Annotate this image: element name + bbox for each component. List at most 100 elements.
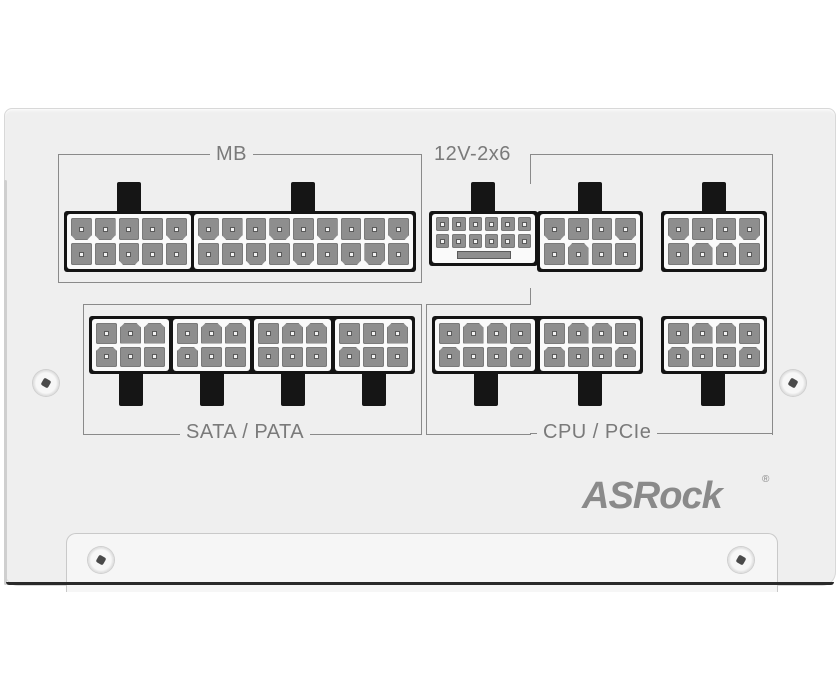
pin [715, 218, 737, 240]
pin [96, 346, 117, 367]
cpu-pcie-bottom-port-1[interactable] [435, 319, 535, 371]
pin [439, 346, 460, 367]
pin [340, 218, 362, 240]
pin [567, 218, 589, 240]
pin [567, 243, 589, 265]
sata-2-latch [200, 374, 224, 406]
cpu-pcie-top-2-port[interactable] [664, 214, 764, 269]
cpu-pcie-top-1-latch [578, 182, 602, 212]
screw-right-icon [780, 370, 806, 396]
pin [510, 346, 531, 367]
pin [120, 323, 141, 344]
screw-bottom-left-icon [88, 547, 114, 573]
pin [120, 346, 141, 367]
pin [544, 218, 565, 240]
asrock-logo: ASRock [582, 475, 723, 517]
pin [118, 218, 140, 240]
pin [177, 323, 198, 344]
mb-10pin-port[interactable] [67, 214, 191, 269]
cpu-pcie-bottom-port-2[interactable] [540, 319, 640, 371]
pin [198, 218, 219, 240]
mb-18pin-port[interactable] [194, 214, 413, 269]
pin [142, 218, 164, 240]
pin [739, 323, 760, 344]
pin [510, 323, 531, 344]
pin [615, 243, 636, 265]
pin [486, 346, 508, 367]
pin [739, 243, 760, 265]
sata-3-latch [281, 374, 305, 406]
pin [221, 243, 243, 265]
pin [201, 346, 222, 367]
sata-port-2[interactable] [173, 319, 250, 371]
pin [245, 218, 267, 240]
pin [691, 218, 713, 240]
sata-port-1[interactable] [92, 319, 169, 371]
pin [316, 218, 338, 240]
cpu-pcie-group-label: CPU / PCIe [537, 421, 658, 443]
pin [452, 234, 466, 248]
pin [144, 323, 165, 344]
pin [439, 323, 460, 344]
pin [591, 218, 613, 240]
registered-mark: ® [762, 474, 770, 485]
cpu-pcie-bottom-port-3[interactable] [664, 319, 764, 371]
panel-side-edge [4, 180, 7, 585]
pin [452, 217, 466, 231]
pin [316, 243, 338, 265]
pin [591, 346, 613, 367]
pin [436, 234, 450, 248]
pin [739, 346, 760, 367]
cpu-pcie-top-frame-left-lower [530, 288, 531, 304]
pin [339, 346, 360, 367]
pin [293, 218, 314, 240]
pin [668, 346, 689, 367]
sense-pins [457, 251, 511, 259]
sata-port-3[interactable] [254, 319, 331, 371]
pin [269, 218, 291, 240]
pin [691, 243, 713, 265]
pin [517, 234, 531, 248]
pin [544, 243, 565, 265]
pin [715, 323, 737, 344]
pin [668, 218, 689, 240]
pin [387, 323, 408, 344]
pin [388, 243, 409, 265]
pin [591, 323, 613, 344]
pin [462, 346, 484, 367]
pin [339, 323, 360, 344]
pin [221, 218, 243, 240]
pin [166, 218, 187, 240]
pin [306, 346, 327, 367]
pin [71, 243, 92, 265]
screw-bottom-right-icon [728, 547, 754, 573]
pin [468, 234, 482, 248]
cpu-pcie-top-1-port[interactable] [540, 214, 640, 269]
pin [363, 346, 384, 367]
pin [340, 243, 362, 265]
sata-port-4[interactable] [335, 319, 412, 371]
pin [94, 218, 116, 240]
sata-4-latch [362, 374, 386, 406]
pin [144, 346, 165, 367]
pin [567, 346, 589, 367]
cpu-pcie-group-frame [426, 304, 531, 435]
pin [258, 346, 279, 367]
cpu-pcie-top-frame [530, 154, 773, 435]
screw-left-icon [33, 370, 59, 396]
gpu-12v-2x6-housing [432, 214, 535, 263]
panel-bottom-edge [6, 582, 834, 585]
cpu-pcie-bottom-2-latch [578, 374, 602, 406]
pin [364, 243, 386, 265]
pin [94, 243, 116, 265]
pin [269, 243, 291, 265]
pin [544, 346, 565, 367]
pin [615, 323, 636, 344]
cpu-pcie-bottom-1-latch [474, 374, 498, 406]
pin [225, 346, 246, 367]
mb-group-label: MB [210, 143, 253, 165]
gpu-12v-label: 12V-2x6 [428, 143, 517, 165]
pin [668, 243, 689, 265]
pin [436, 217, 450, 231]
pin [486, 323, 508, 344]
